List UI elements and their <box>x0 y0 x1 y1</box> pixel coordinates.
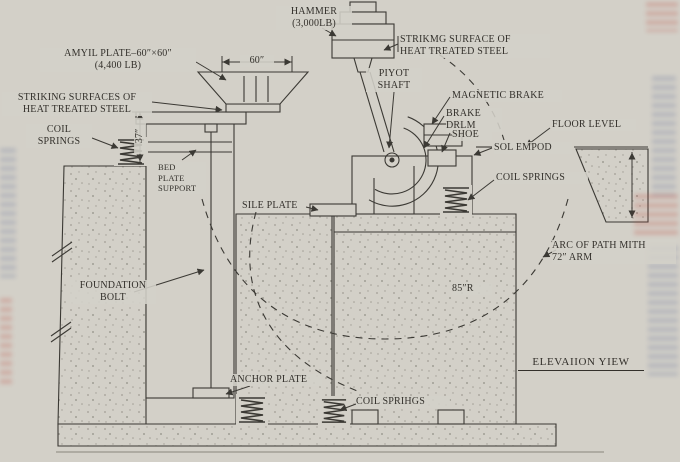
label-anchor-plate: ANCHOR PLATE <box>230 374 322 386</box>
label-striking-surfaces-left: STRIKING SURFACES OF HEAT TREATED STEEL <box>2 92 152 116</box>
bolt-nut <box>204 123 218 133</box>
hammer-arm <box>359 71 385 153</box>
label-bed-plate-support: BED PLATE SUPPORT <box>158 162 206 194</box>
label-arc-of-path: ARC OF PATH MITH 72″ ARM <box>552 240 676 264</box>
ink-bleed-artifact <box>648 246 678 376</box>
label-coil-springs-right: COIL SPRINGS <box>496 172 588 184</box>
label-foundation-bolt: FOUNDATION BOLT <box>70 280 156 304</box>
view-title: ELEVAIION YIEW <box>518 356 644 371</box>
label-anvil-plate: AMYIL PLATE–60″×60″ (4,400 LB) <box>40 48 196 72</box>
break-marks <box>50 241 73 343</box>
ink-bleed-artifact <box>634 194 678 236</box>
column-cap-flange <box>135 111 247 125</box>
anvil-funnel <box>196 71 310 105</box>
label-brake-drum: BRAKE DRLM <box>446 108 502 132</box>
ink-bleed-artifact <box>0 148 16 278</box>
label-magnetic-brake: MAGNETIC BRAKE <box>452 90 562 102</box>
label-shoe: SHOE <box>452 129 492 141</box>
ink-bleed-artifact <box>646 2 678 32</box>
label-floor-level: FLOOR LEVEL <box>552 119 636 131</box>
right-body <box>333 213 517 425</box>
anchor-plate-shape <box>192 387 230 399</box>
dimension-anvil-width: 60″ <box>240 55 274 67</box>
label-pivot-shaft: PIYOT SHAFT <box>366 68 422 92</box>
label-coil-springs-bottom: COIL SPRIHGS <box>356 396 450 408</box>
brake-drum-inner <box>374 127 427 195</box>
mid-mass <box>235 213 333 425</box>
ink-bleed-artifact <box>0 298 12 388</box>
arc-of-path <box>201 198 569 340</box>
anvil-neck <box>225 103 281 113</box>
label-hammer: HAMMER (3,000LB) <box>276 6 352 30</box>
sole-plate-shape <box>309 203 357 217</box>
hammer-head <box>331 23 395 59</box>
dimension-anvil-height: 37″ <box>134 117 146 154</box>
hammer-assembly <box>331 1 395 153</box>
coil-springs <box>114 137 472 425</box>
ink-bleed-artifact <box>652 76 676 196</box>
label-solenoid: SOL EMPOD <box>494 142 572 154</box>
brake-shoe <box>427 149 457 167</box>
pivot-shaft-hub <box>384 152 400 168</box>
label-sole-plate: SILE PLATE <box>242 200 306 212</box>
plates-and-floor <box>56 146 648 453</box>
label-coil-springs-left: COIL SPRINGS <box>26 124 92 148</box>
label-radius-85: 85″R <box>452 283 492 295</box>
concrete-foundation <box>57 148 649 447</box>
label-striking-surface-right: STRIKMG SURFACE OF HEAT TREATED STEEL <box>400 34 550 58</box>
base-slab <box>57 423 557 447</box>
